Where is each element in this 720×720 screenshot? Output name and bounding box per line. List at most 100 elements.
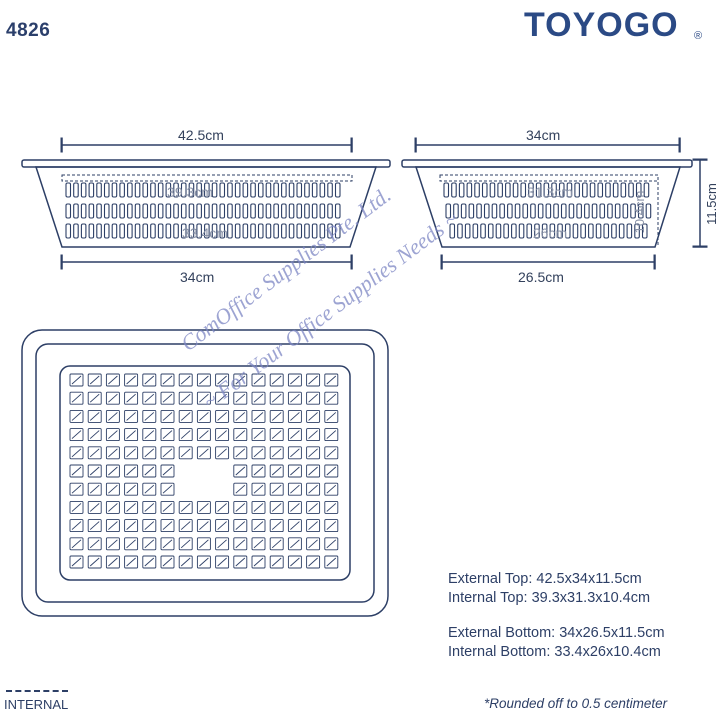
end-slot <box>451 182 457 198</box>
vent-hole-rib <box>290 484 300 494</box>
side-slot <box>157 203 164 219</box>
vent-hole-rib <box>326 393 337 403</box>
vent-hole <box>69 409 84 423</box>
side-slot <box>204 203 210 219</box>
vent-hole <box>142 373 157 387</box>
end-slot <box>626 223 633 239</box>
vent-hole-rib <box>108 393 118 403</box>
vent-hole <box>124 428 139 442</box>
brand-logo: TOYOGO <box>524 6 679 44</box>
vent-hole-rib <box>180 521 191 530</box>
side-slot <box>281 182 287 198</box>
vent-hole-rib <box>126 375 136 385</box>
vent-hole <box>69 482 84 496</box>
vent-hole <box>233 446 248 460</box>
vent-hole-rib <box>71 503 82 512</box>
vent-hole-rib <box>108 503 118 512</box>
top-view-outer-rim <box>21 329 389 617</box>
vent-hole-rib <box>144 557 155 567</box>
vent-hole <box>215 409 230 423</box>
vent-hole <box>269 409 284 423</box>
vent-hole-rib <box>89 503 100 512</box>
vent-hole <box>251 555 266 569</box>
side-slot <box>127 182 133 198</box>
vent-hole-rib <box>326 521 337 530</box>
vent-hole-rib <box>199 375 209 385</box>
side-slot <box>103 223 110 239</box>
top-width-label: 42.5cm <box>178 127 224 143</box>
vent-hole <box>233 373 248 387</box>
vent-hole <box>287 519 302 533</box>
vent-hole-rib <box>108 466 118 476</box>
basket-slots <box>65 182 341 239</box>
end-slot <box>545 203 552 219</box>
vent-hole <box>251 373 266 387</box>
vent-hole <box>233 428 248 442</box>
end-slot <box>622 203 629 219</box>
vent-hole-rib <box>199 521 209 530</box>
end-slot <box>574 182 580 198</box>
vent-hole <box>251 391 266 405</box>
vent-hole-rib <box>108 484 118 494</box>
end-slot <box>449 223 456 239</box>
vent-hole-rib <box>144 393 155 403</box>
vent-hole-rib <box>162 375 173 385</box>
basket-rim <box>21 159 391 168</box>
vent-hole-rib <box>217 503 227 512</box>
vent-hole-rib <box>217 412 227 421</box>
vent-hole <box>287 391 302 405</box>
vent-hole-rib <box>180 448 191 458</box>
legend-dashed-line <box>6 690 68 692</box>
end-slot <box>643 182 650 198</box>
vent-hole-rib <box>162 430 173 439</box>
side-slot <box>227 203 233 219</box>
side-slot <box>273 223 279 239</box>
vent-hole <box>142 464 157 478</box>
end-slot <box>553 203 559 219</box>
side-slot <box>173 182 179 198</box>
vent-hole <box>160 537 175 551</box>
vent-hole-rib <box>253 539 264 549</box>
side-slot <box>142 223 149 239</box>
vent-hole <box>142 519 157 533</box>
vent-hole-rib <box>126 393 136 403</box>
vent-hole-rib <box>144 412 155 421</box>
end-slot <box>630 203 636 219</box>
vent-hole <box>287 409 302 423</box>
side-slot <box>311 223 318 239</box>
vent-hole-rib <box>326 539 337 549</box>
end-slot <box>568 203 575 219</box>
vent-hole-rib <box>162 412 173 421</box>
vent-hole-rib <box>180 393 191 403</box>
vent-hole <box>105 555 120 569</box>
vent-hole <box>196 373 211 387</box>
vent-hole-rib <box>71 375 82 385</box>
vent-hole <box>178 428 193 442</box>
vent-hole-rib <box>162 557 173 567</box>
vent-hole-rib <box>144 466 155 476</box>
vent-hole-rib <box>144 521 155 530</box>
vent-hole-rib <box>217 539 227 549</box>
side-slot <box>150 223 156 239</box>
top-view <box>21 329 389 617</box>
top-view-inner-rim <box>35 343 375 603</box>
vent-hole-rib <box>71 430 82 439</box>
end-bottom-width-label: 26.5cm <box>518 269 564 285</box>
end-slot <box>497 182 503 198</box>
vent-hole <box>87 500 102 514</box>
spec-internal-top: Internal Top: 39.3x31.3x10.4cm <box>448 590 651 606</box>
end-slot <box>520 182 527 198</box>
vent-hole-rib <box>308 466 318 476</box>
vent-hole <box>324 409 339 423</box>
side-slot <box>327 203 333 219</box>
side-slot <box>334 223 341 239</box>
end-inner-bottom-width-label: 26cm <box>533 225 567 241</box>
vent-hole <box>87 537 102 551</box>
spec-external-top: External Top: 42.5x34x11.5cm <box>448 571 642 587</box>
vent-hole-rib <box>108 375 118 385</box>
vent-hole <box>215 537 230 551</box>
side-slot <box>111 203 118 219</box>
vent-hole-rib <box>180 412 191 421</box>
end-slot <box>537 203 544 219</box>
side-slot <box>242 223 249 239</box>
